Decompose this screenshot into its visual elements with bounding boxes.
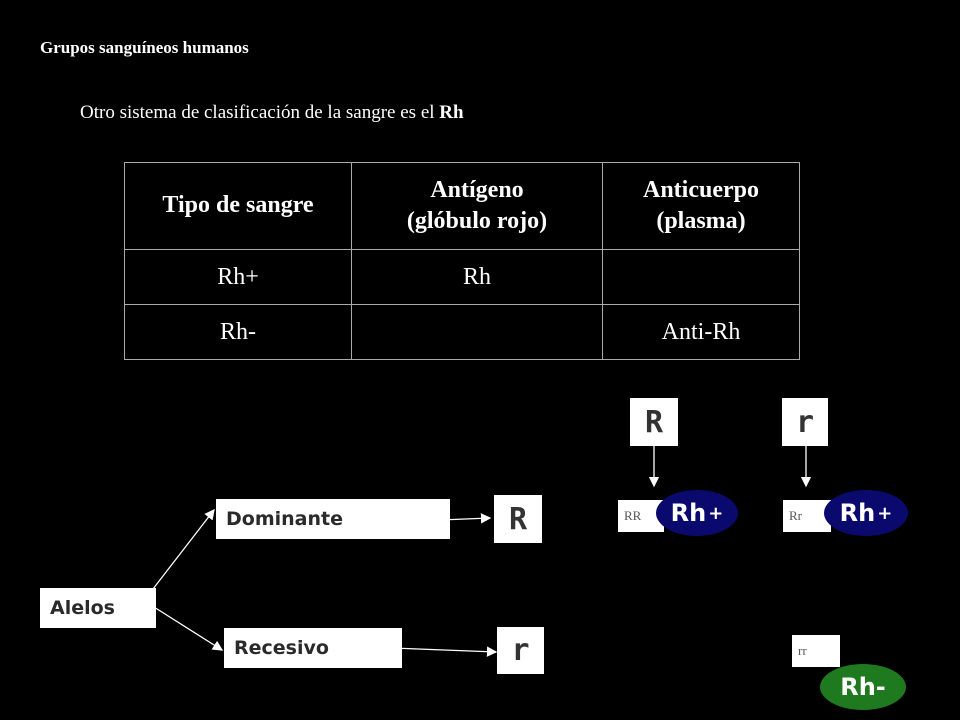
table-header-antigeno: Antígeno (glóbulo rojo)	[351, 162, 603, 250]
table-row: Rh+ Rh	[124, 249, 800, 305]
intro-text: Otro sistema de clasificación de la sang…	[80, 102, 464, 124]
arrow-alelos-recesivo	[145, 601, 224, 651]
phenotype-Rr-label: Rh	[839, 499, 876, 527]
table-cell	[351, 304, 603, 360]
rh-table: Tipo de sangre Antígeno (glóbulo rojo) A…	[124, 162, 800, 360]
phenotype-RR-label: Rh	[670, 499, 707, 527]
table-cell: Rh-	[124, 304, 352, 360]
arrow-recesivo-r	[391, 646, 498, 657]
allele-R-top: R	[630, 398, 678, 446]
genotype-rr: rr	[792, 635, 840, 667]
table-header-tipo: Tipo de sangre	[124, 162, 352, 250]
table-cell: Rh+	[124, 249, 352, 305]
allele-r-top: r	[782, 398, 828, 446]
table-row: Rh- Anti-Rh	[124, 304, 800, 360]
alelos-box: Alelos	[40, 588, 156, 628]
dominante-box: Dominante	[216, 499, 450, 539]
intro-text-bold: Rh	[439, 102, 464, 123]
arrow-alelos-dominante	[145, 508, 215, 599]
table-cell: Rh	[351, 249, 603, 305]
phenotype-RR-oval: Rh+	[656, 490, 738, 536]
genotype-Rr: Rr	[783, 500, 831, 532]
phenotype-Rr-oval: Rh+	[824, 490, 908, 536]
phenotype-RR-sign: +	[708, 502, 724, 524]
table-cell: Anti-Rh	[602, 304, 800, 360]
phenotype-rr-label: Rh-	[840, 673, 886, 701]
phenotype-Rr-sign: +	[877, 502, 893, 524]
page-title: Grupos sanguíneos humanos	[40, 38, 249, 57]
phenotype-rr-oval: Rh-	[820, 664, 906, 710]
recesivo-box: Recesivo	[224, 628, 402, 668]
table-header-anticuerpo: Anticuerpo (plasma)	[602, 162, 800, 250]
intro-text-body: Otro sistema de clasificación de la sang…	[80, 102, 440, 123]
recessive-allele-r: r	[497, 627, 544, 674]
dominant-allele-R: R	[494, 495, 542, 543]
table-cell	[602, 249, 800, 305]
